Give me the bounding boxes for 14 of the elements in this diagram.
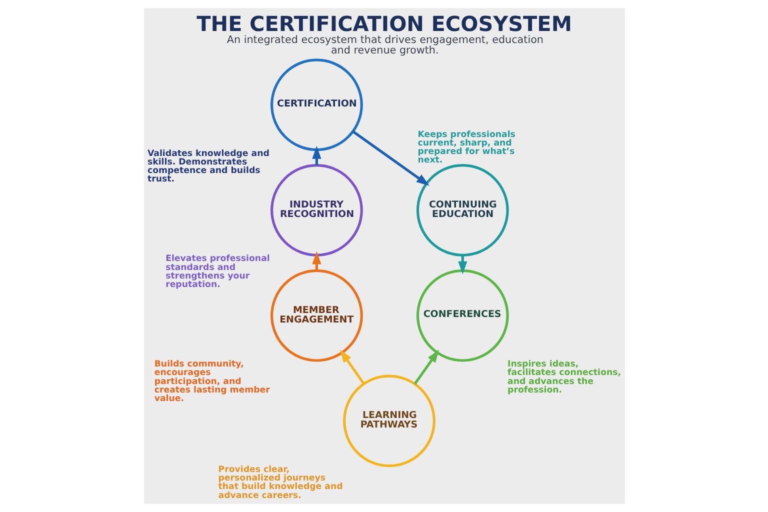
node-label: Validates knowledge and skills. Demonstrates competence and builds trust. xyxy=(146,148,269,185)
node-label: Inspires ideas, facilitates connections, and advances the profession. xyxy=(507,360,621,396)
node-circle: INDUSTRY RECOGNITION xyxy=(270,164,362,256)
arrow xyxy=(339,350,364,385)
node-circle: CERTIFICATION xyxy=(270,58,362,152)
node-label: Builds community, encourages participation, and creates lasting member value. xyxy=(154,360,270,404)
node-label: Keeps professionals current, sharp, and prepared for what’s next. xyxy=(417,130,515,166)
caption: An integrated ecosystem that drives engagement, education and revenue growth. xyxy=(226,34,543,57)
node-label: Elevates professional standards and strengthens your reputation. xyxy=(165,254,270,290)
diagram-title: THE CERTIFICATION ECOSYSTEM xyxy=(196,12,572,36)
arrow xyxy=(413,350,439,385)
node-circle: LEARNING PATHWAYS xyxy=(342,374,435,468)
arrow xyxy=(352,130,429,186)
node-label: Provides clear, personalized journeys that build knowledge and advance careers. xyxy=(218,464,342,501)
